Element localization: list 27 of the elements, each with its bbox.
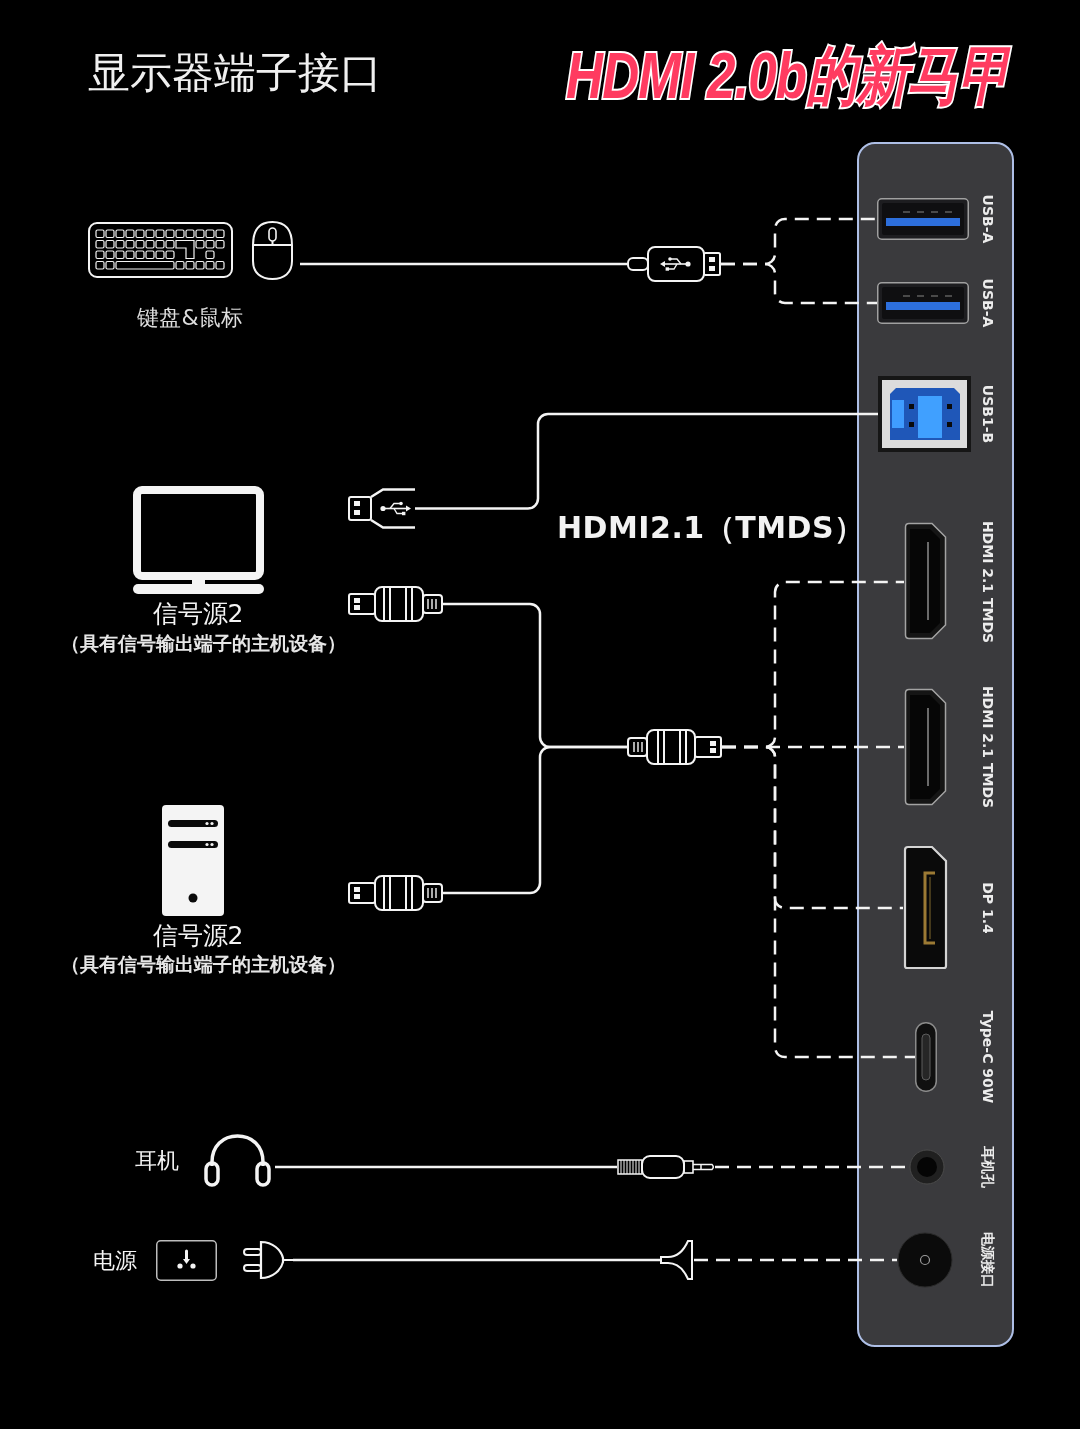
device-label: 信号源2 xyxy=(152,921,244,951)
cable-line xyxy=(300,262,627,266)
port-label: 电源接口 xyxy=(979,1232,997,1288)
device-description: （具有信号输出端子的主机设备） xyxy=(60,953,346,976)
diagram-title: 显示器端子接口 xyxy=(88,48,382,99)
device-label: 信号源2 xyxy=(152,599,244,629)
port-label: Type-C 90W xyxy=(979,1010,997,1104)
cable-line xyxy=(293,1258,660,1262)
cable-line xyxy=(275,1165,617,1169)
port-label: USB-A xyxy=(979,194,997,244)
device-label: 键盘&鼠标 xyxy=(137,305,243,332)
dashed-connector-line xyxy=(721,262,877,305)
port-label: HDMI 2.1 TMDS xyxy=(979,685,997,809)
cable-line xyxy=(415,412,878,510)
device-label: 耳机 xyxy=(135,1147,179,1175)
port-label: USB-A xyxy=(979,278,997,328)
port-label: 耳机孔 xyxy=(979,1146,997,1188)
device-description: （具有信号输出端子的主机设备） xyxy=(60,632,346,655)
port-label: HDMI 2.1 TMDS xyxy=(979,520,997,644)
device-label: 电源 xyxy=(93,1247,137,1275)
group-label: HDMI2.1（TMDS） xyxy=(557,510,865,546)
port-label: USB1-B xyxy=(979,384,997,444)
dashed-connector-line xyxy=(722,745,915,1059)
monitor-panel xyxy=(857,142,1014,1347)
dashed-connector-line xyxy=(694,1258,897,1262)
cable-line xyxy=(443,745,627,895)
port-label: DP 1.4 xyxy=(979,882,997,934)
